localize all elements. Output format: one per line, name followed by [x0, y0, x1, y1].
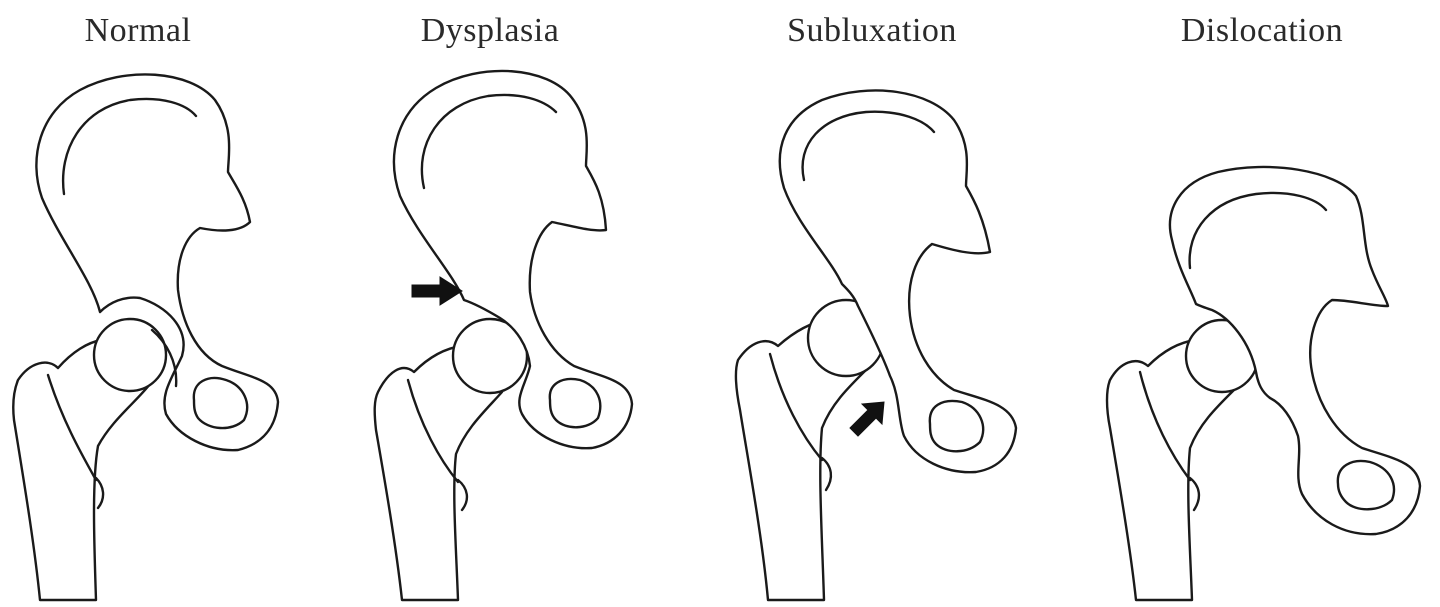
femur-dislocation: [1105, 338, 1240, 602]
label-dislocation: Dislocation: [1180, 12, 1344, 49]
label-dysplasia: Dysplasia: [420, 12, 560, 49]
femur-subluxation: [734, 318, 872, 602]
femur-normal: [12, 338, 152, 602]
label-subluxation: Subluxation: [787, 12, 957, 49]
arrow-up-right-icon: [849, 401, 885, 437]
label-normal: Normal: [84, 12, 192, 49]
arrow-right-icon: [411, 276, 463, 306]
femur-dysplasia: [373, 344, 504, 602]
panel-dislocation: [1105, 165, 1422, 602]
panel-dysplasia: [373, 69, 634, 602]
pelvis-subluxation: [778, 89, 1018, 474]
femoral-head-normal: [92, 317, 168, 393]
pelvis-dysplasia: [392, 69, 634, 450]
panel-normal: [12, 73, 280, 602]
pelvis-dislocation: [1168, 165, 1422, 536]
pelvis-normal: [35, 73, 280, 452]
panel-subluxation: [734, 89, 1018, 602]
